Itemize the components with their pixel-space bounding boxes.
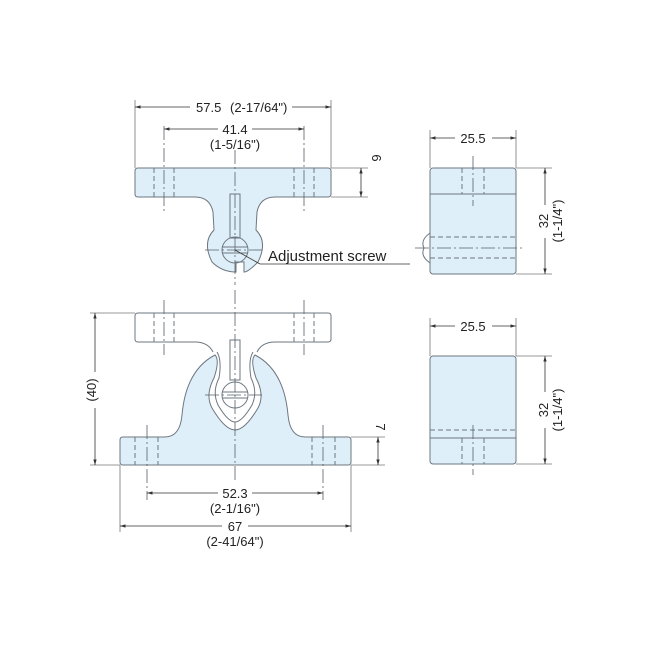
dim-hole-pitch-top-inch: (1-5/16") <box>210 137 260 152</box>
dim-overall-width-base-inch: (2-41/64") <box>206 534 263 549</box>
upper-part-view: Adjustment screw <box>134 126 410 285</box>
front-view-dimensions: (40) 7 52.3 (2-1/16") 67 (2-41/64") <box>84 312 388 549</box>
dim-height-side-lower-inch: (1-1/4") <box>550 389 565 432</box>
dim-overall-width-top: 57.5 <box>196 100 221 115</box>
dim-flange-thickness: 6 <box>369 154 384 161</box>
dim-overall-width-top-inch: (2-17/64") <box>230 100 287 115</box>
dim-base-thickness: 7 <box>373 423 388 430</box>
dim-overall-height: (40) <box>84 378 99 401</box>
dim-hole-pitch-top: 41.4 <box>222 122 247 137</box>
assembly-front-view <box>119 290 352 500</box>
dim-width-side-upper: 25.5 <box>460 131 485 146</box>
dim-width-side-lower: 25.5 <box>460 319 485 334</box>
upper-side-view: 25.5 32 (1-1/4") <box>415 130 565 275</box>
top-view-dimensions: 57.5 (2-17/64") 41.4 (1-5/16") 6 <box>134 100 384 198</box>
dim-height-side-lower: 32 <box>536 403 551 417</box>
callout-leader <box>234 249 410 265</box>
dim-height-side-upper-inch: (1-1/4") <box>550 200 565 243</box>
lower-side-view: 25.5 32 (1-1/4") <box>429 318 565 475</box>
dim-hole-pitch-base: 52.3 <box>222 486 247 501</box>
dim-hole-pitch-base-inch: (2-1/16") <box>210 501 260 516</box>
adjustment-screw-label: Adjustment screw <box>268 248 387 265</box>
dim-overall-width-base: 67 <box>228 519 242 534</box>
dim-height-side-upper: 32 <box>536 214 551 228</box>
